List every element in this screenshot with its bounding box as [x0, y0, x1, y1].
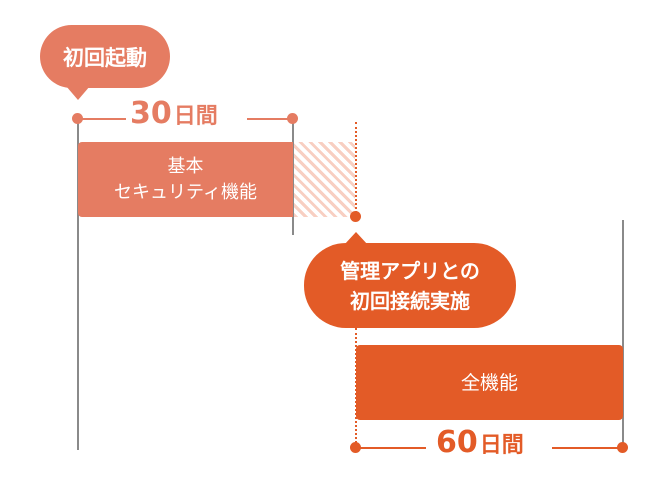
- full-start-dot: [350, 442, 361, 453]
- connect-dot: [350, 211, 361, 222]
- start-bubble-label: 初回起動: [63, 45, 147, 70]
- full-end-dot: [617, 442, 628, 453]
- connect-dotted-line-top: [355, 122, 357, 217]
- trial-start-dot: [72, 113, 83, 124]
- full-span-line-right: [552, 447, 622, 449]
- basic-security-line2: セキュリティ機能: [114, 181, 257, 203]
- basic-security-line1: 基本: [167, 155, 204, 177]
- trial-span-line-left: [78, 118, 126, 120]
- start-bubble: 初回起動: [40, 25, 170, 88]
- trial-duration-unit: 日間: [173, 104, 218, 129]
- full-duration-unit: 日間: [479, 433, 524, 458]
- trial-duration-number: 30: [130, 96, 172, 131]
- basic-security-box: 基本 セキュリティ機能: [78, 142, 293, 217]
- full-features-box: 全機能: [356, 345, 623, 420]
- full-end-line: [622, 220, 624, 448]
- start-line: [77, 118, 79, 450]
- connect-bubble: 管理アプリとの 初回接続実施: [304, 243, 516, 328]
- connect-bubble-tail: [344, 232, 368, 245]
- trial-span-line-right: [247, 118, 293, 120]
- full-features-label: 全機能: [460, 371, 518, 394]
- start-bubble-tail: [66, 86, 90, 100]
- full-span-line-left: [356, 447, 426, 449]
- connect-bubble-line1: 管理アプリとの: [340, 258, 480, 283]
- full-duration-number: 60: [436, 425, 478, 460]
- connect-bubble-line2: 初回接続実施: [350, 288, 470, 313]
- grace-period-hatch: [294, 142, 355, 217]
- trial-end-dot: [287, 113, 298, 124]
- trial-end-line: [292, 118, 294, 235]
